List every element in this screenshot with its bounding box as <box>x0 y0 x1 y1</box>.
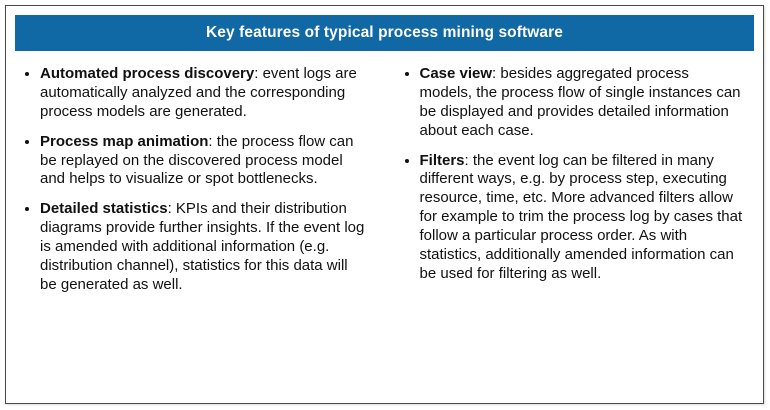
feature-term: Filters <box>419 151 465 169</box>
feature-description: : the process flow can be replayed on th… <box>40 132 354 188</box>
left-column: Automated process discovery: event logs … <box>12 65 366 306</box>
feature-box: Key features of typical process mining s… <box>5 5 764 404</box>
feature-description: : KPIs and their distribution diagrams p… <box>40 200 365 293</box>
feature-term: Detailed statistics <box>40 200 168 218</box>
list-item: Case view: besides aggregated process mo… <box>420 65 746 141</box>
list-item: Detailed statistics: KPIs and their dist… <box>40 200 366 294</box>
feature-term: Case view <box>419 65 493 82</box>
header-title: Key features of typical process mining s… <box>15 15 754 51</box>
list-item: Filters: the event log can be filtered i… <box>420 152 746 284</box>
list-item: Automated process discovery: event logs … <box>40 65 366 122</box>
list-item: Process map animation: the process flow … <box>40 133 366 190</box>
feature-term: Automated process discovery <box>40 65 255 82</box>
feature-description: : besides aggregated process models, the… <box>419 65 741 139</box>
feature-description: : the event log can be filtered in many … <box>419 151 743 282</box>
right-column: Case view: besides aggregated process mo… <box>392 65 746 306</box>
features-columns: Automated process discovery: event logs … <box>6 51 763 314</box>
feature-term: Process map animation <box>40 132 209 150</box>
feature-description: : event logs are automatically analyzed … <box>40 65 357 120</box>
